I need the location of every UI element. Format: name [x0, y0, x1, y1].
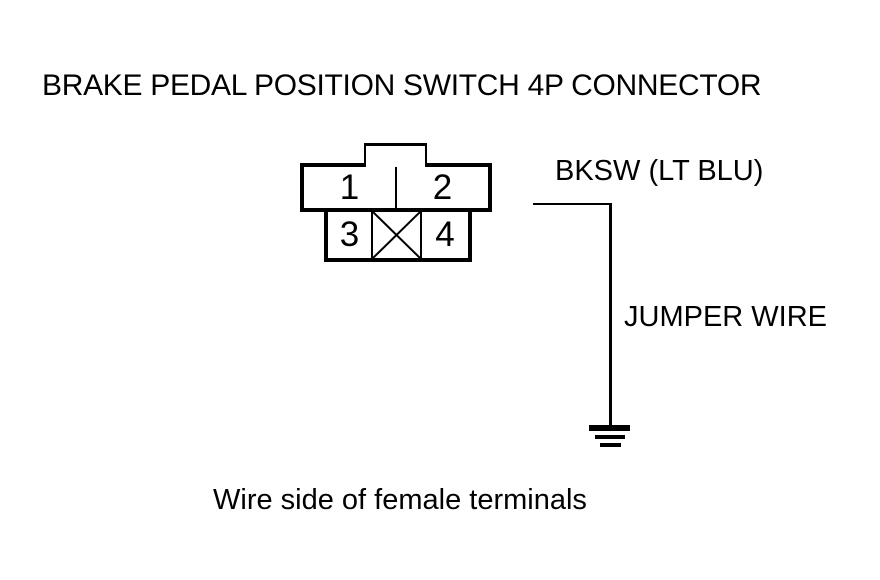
pin-2-label: 2 [432, 167, 453, 207]
ground-bar-bottom [600, 443, 621, 447]
jumper-wire-vertical-segment [609, 203, 612, 427]
divider-blocked-pin4 [420, 212, 422, 258]
jumper-wire-horizontal-segment [533, 203, 612, 205]
pin-4-label: 4 [435, 214, 455, 254]
pin-1-label: 1 [339, 167, 360, 207]
divider-pin1-pin2 [395, 167, 397, 208]
page-title: BRAKE PEDAL POSITION SWITCH 4P CONNECTOR [42, 69, 762, 102]
jumper-wire-label: JUMPER WIRE [624, 301, 827, 333]
connector-lock-tab [364, 143, 427, 167]
wire-name-label: BKSW (LT BLU) [555, 155, 764, 187]
pin-3-label: 3 [339, 214, 360, 254]
ground-bar-middle [595, 435, 625, 439]
divider-pin3-blocked [371, 212, 373, 258]
ground-bar-top [589, 425, 630, 431]
blocked-cavity-x-icon [373, 212, 420, 258]
diagram-caption: Wire side of female terminals [213, 484, 587, 516]
